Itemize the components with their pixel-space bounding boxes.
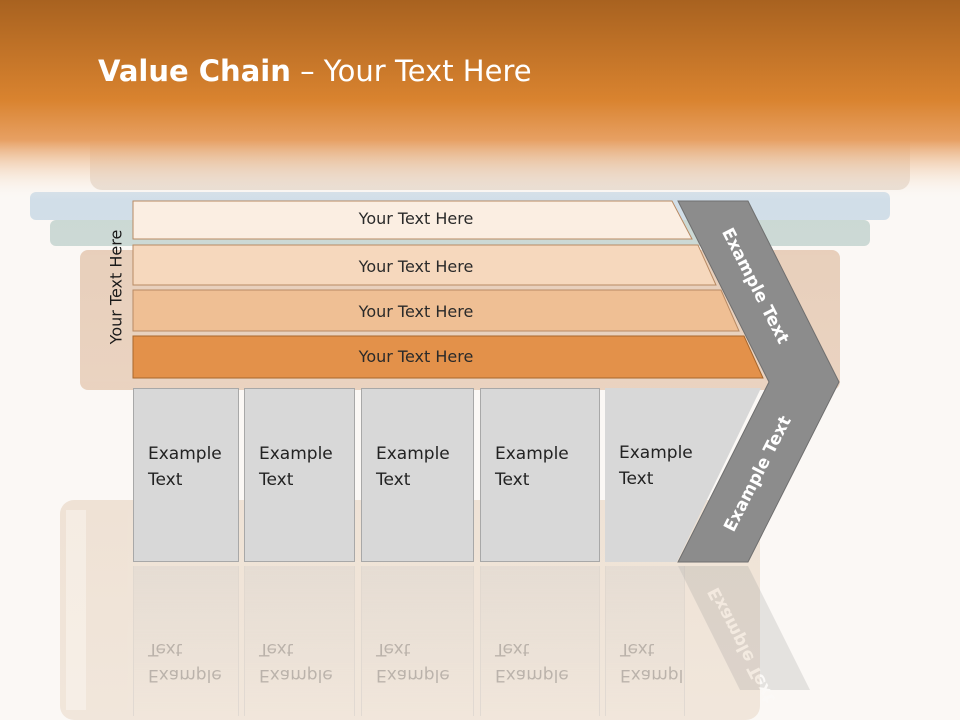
- title-rest: – Your Text Here: [290, 54, 532, 88]
- box-2-line2: Text: [259, 470, 294, 490]
- chevron-arrow: [677, 200, 840, 563]
- box-2-line1: Example: [259, 444, 333, 464]
- bar-1: [132, 200, 693, 240]
- bar-1-label: Your Text Here: [358, 209, 474, 228]
- bar-4: [132, 335, 764, 379]
- refl-5-line2: Text: [620, 639, 655, 659]
- box-4-reflection: Example Text: [480, 566, 600, 716]
- bars-group: Your Text Here Your Text Here Your Text …: [132, 200, 764, 379]
- bar-3-label: Your Text Here: [358, 302, 474, 321]
- box-3-line2: Text: [376, 470, 411, 490]
- page-title: Value Chain – Your Text Here: [98, 54, 532, 88]
- bar-2-label: Your Text Here: [358, 257, 474, 276]
- refl-3-line2: Text: [376, 639, 411, 659]
- box-3-line1: Example: [376, 444, 450, 464]
- box-1-line2: Text: [148, 470, 183, 490]
- box-5-line2: Text: [619, 469, 654, 489]
- title-bold: Value Chain: [98, 54, 291, 88]
- box-3-reflection: Example Text: [361, 566, 474, 716]
- box-2-reflection: Example Text: [244, 566, 355, 716]
- box-5-reflection: Example Text: [605, 566, 685, 716]
- refl-1-line1: Example: [148, 665, 222, 685]
- refl-2-line2: Text: [259, 639, 294, 659]
- box-1-reflection: Example Text: [133, 566, 239, 716]
- bar-3: [132, 289, 740, 332]
- bar-4-label: Your Text Here: [358, 347, 474, 366]
- refl-2-line1: Example: [259, 665, 333, 685]
- chevron-reflection: Example Text: [678, 566, 810, 706]
- refl-1-line2: Text: [148, 639, 183, 659]
- refl-3-line1: Example: [376, 665, 450, 685]
- box-5-line1: Example: [619, 443, 693, 463]
- box-4-line1: Example: [495, 444, 569, 464]
- refl-4-line1: Example: [495, 665, 569, 685]
- box-4-line2: Text: [495, 470, 530, 490]
- refl-5-line1: Example: [620, 665, 684, 685]
- bar-2: [132, 244, 717, 286]
- box-1-line1: Example: [148, 444, 222, 464]
- refl-4-line2: Text: [495, 639, 530, 659]
